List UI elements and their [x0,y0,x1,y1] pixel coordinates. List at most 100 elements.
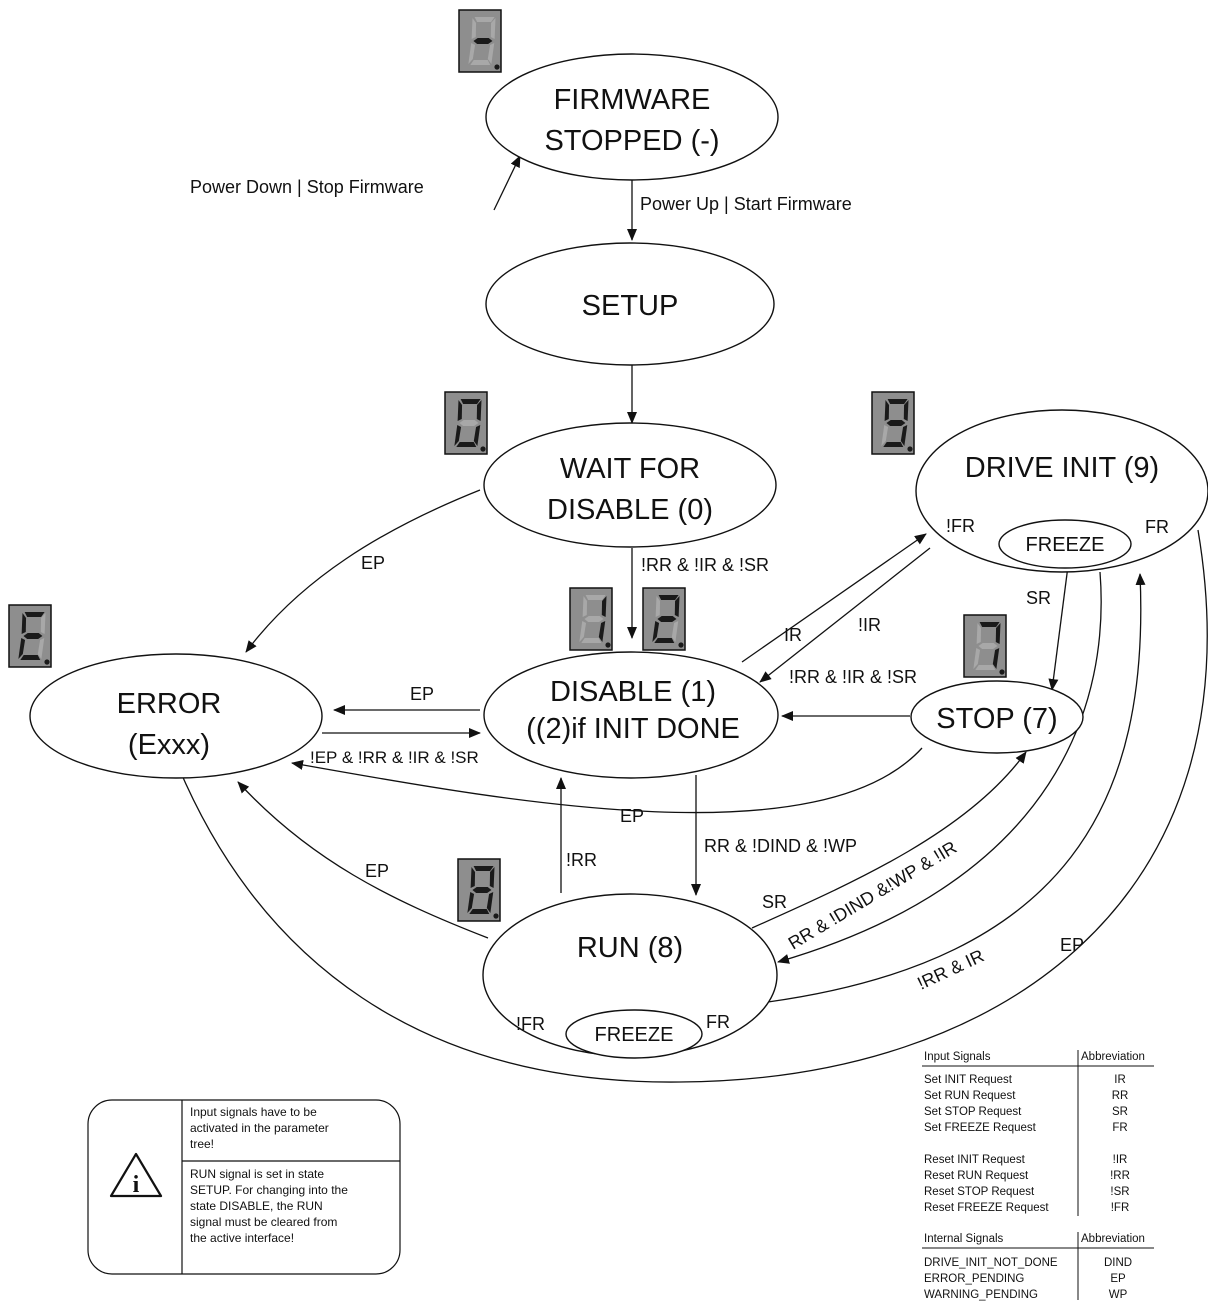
decimal-point [493,913,499,919]
segment-g [23,633,43,639]
segment-e [973,648,981,669]
segment-d [581,638,602,643]
state-drive-init: DRIVE INIT (9) FREEZE [915,409,1208,573]
segment-f [884,400,890,421]
segment-f [21,613,27,634]
legend-internal-header-name: Internal Signals [924,1233,1004,1245]
segment-a [473,866,494,871]
decimal-point [44,659,50,665]
decimal-point [480,446,486,452]
info-note-2-line-2: SETUP. For changing into the [190,1183,348,1197]
info-note-2-line-3: state DISABLE, the RUN [190,1199,323,1213]
legend-row-name: WARNING_PENDING [924,1289,1038,1301]
state-firmware-stopped: FIRMWARE STOPPED (-) [485,53,779,181]
segment-f [457,400,463,421]
segment-c [486,892,494,913]
segment-b [903,400,909,421]
segment-g [472,887,492,893]
legend-row-name: Set INIT Request [924,1074,1013,1086]
label-drive-init-not-fr: !FR [946,516,975,536]
label-power-up: Power Up | Start Firmware [640,194,852,214]
edge-wait-to-error [245,489,481,653]
wait-for-disable-line-2: DISABLE (0) [547,494,713,526]
edge-disable-to-drive-init [741,533,927,663]
firmware-stopped-line-1: FIRMWARE [554,84,711,116]
segment-c [37,638,45,659]
label-run-not-fr: !FR [516,1014,545,1034]
display-drive-init [871,391,915,455]
decimal-point [907,446,913,452]
drive-init-freeze-label: FREEZE [1026,534,1105,556]
stop-label: STOP (7) [936,703,1057,735]
label-run-to-stop-sr: SR [762,892,787,912]
display-firmware-stopped [458,9,502,73]
segment-b [490,18,496,39]
label-power-down: Power Down | Stop Firmware [190,177,424,197]
info-note-1-line-3: tree! [190,1137,214,1151]
legend-row-abbr: WP [1109,1289,1128,1301]
edge-drive-init-to-disable [759,547,931,683]
label-run-fr: FR [706,1012,730,1032]
info-box-frame [87,1099,401,1275]
legend-row-name: ERROR_PENDING [924,1273,1024,1285]
segment-e [467,892,475,913]
segment-g [657,616,677,622]
segment-b [489,867,495,888]
segment-b [995,623,1001,644]
legend-row-name: Set RUN Request [924,1090,1016,1102]
display-disable-1 [569,587,613,651]
edge-stop-to-error [291,747,923,814]
label-stop-to-disable: !RR & !IR & !SR [789,667,917,687]
segment-f [976,623,982,644]
segment-g [473,38,493,44]
segment-c [900,425,908,446]
segment-e [468,43,476,64]
disable-line-2: ((2)if INIT DONE [526,713,740,745]
state-stop: STOP (7) [910,680,1084,754]
legend-row-abbr: !RR [1110,1170,1130,1182]
edge-drive-init-to-stop [1048,565,1069,691]
segment-c [671,621,679,642]
display-disable-2 [642,587,686,651]
legend-row-abbr: DIND [1104,1257,1132,1269]
legend-row-name: Reset INIT Request [924,1154,1026,1166]
error-line-2: (Exxx) [128,729,210,761]
segment-e [579,621,587,642]
segment-a [460,399,481,404]
label-not-rr: !RR [566,850,597,870]
info-note-box: i Input signals have to be activated in … [87,1099,401,1275]
display-run [457,858,501,922]
disable-line-1: DISABLE (1) [550,676,716,708]
firmware-stopped-line-2: STOPPED (-) [544,125,719,157]
segment-a [474,17,495,22]
edge-drive-init-to-error [177,529,1208,1083]
edge-run-to-error [237,781,489,939]
segment-f [470,867,476,888]
segment-a [585,595,606,600]
legend-row-abbr: SR [1112,1106,1128,1118]
legend-row-name: Set FREEZE Request [924,1122,1037,1134]
signal-legend-table: Input Signals Abbreviation Set INIT Requ… [922,1050,1154,1301]
segment-g [886,420,906,426]
segment-f [655,596,661,617]
svg-text:i: i [133,1172,140,1198]
segment-c [992,648,1000,669]
segment-b [601,596,607,617]
error-line-1: ERROR [117,688,222,720]
info-note-2-line-1: RUN signal is set in state [190,1167,324,1181]
label-drive-init-fr: FR [1145,517,1169,537]
run-freeze-label: FREEZE [595,1024,674,1046]
label-wait-to-error-ep: EP [361,553,385,573]
segment-e [454,425,462,446]
legend-input-header-name: Input Signals [924,1051,991,1063]
edge-run-to-drive-init [767,573,1146,1003]
legend-internal-header-abbr: Abbreviation [1081,1233,1145,1245]
label-wait-to-disable: !RR & !IR & !SR [641,555,769,575]
segment-b [40,613,46,634]
run-label: RUN (8) [577,932,683,964]
seven-segment-displays [8,9,1007,922]
legend-row-abbr: !FR [1111,1202,1130,1214]
wait-for-disable-line-1: WAIT FOR [560,453,700,485]
label-ir: IR [784,625,802,645]
